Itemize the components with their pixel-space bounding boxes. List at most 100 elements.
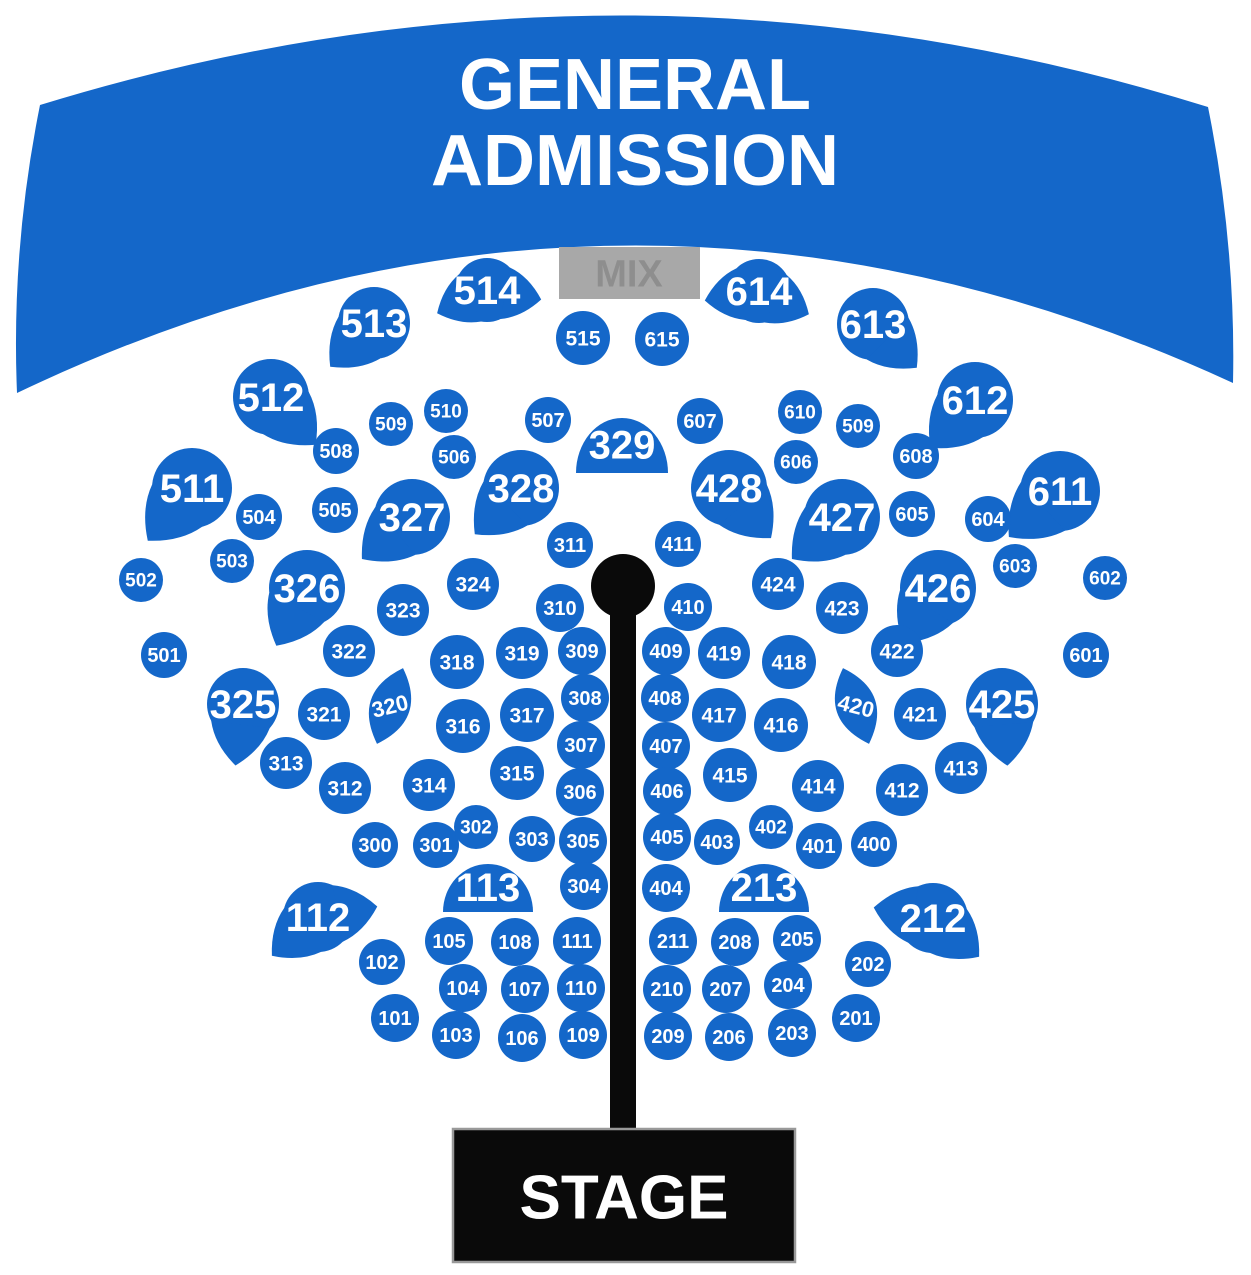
section-311[interactable]: 311 xyxy=(547,522,593,568)
section-213[interactable]: 213 xyxy=(719,864,809,912)
section-107[interactable]: 107 xyxy=(501,965,549,1013)
section-408[interactable]: 408 xyxy=(641,674,689,722)
section-322[interactable]: 322 xyxy=(323,625,375,677)
section-605[interactable]: 605 xyxy=(889,491,935,537)
section-308[interactable]: 308 xyxy=(561,674,609,722)
section-320[interactable]: 320 xyxy=(358,662,422,751)
section-210[interactable]: 210 xyxy=(643,965,691,1013)
section-406[interactable]: 406 xyxy=(643,767,691,815)
section-610[interactable]: 610 xyxy=(778,390,822,434)
section-301[interactable]: 301 xyxy=(413,822,459,868)
section-328[interactable]: 328 xyxy=(473,450,559,536)
section-501[interactable]: 501 xyxy=(141,632,187,678)
section-401[interactable]: 401 xyxy=(796,823,842,869)
section-110[interactable]: 110 xyxy=(557,964,605,1012)
section-413[interactable]: 413 xyxy=(935,742,987,794)
section-307[interactable]: 307 xyxy=(557,721,605,769)
section-420[interactable]: 420 xyxy=(824,662,888,751)
section-327[interactable]: 327 xyxy=(361,479,450,562)
section-321[interactable]: 321 xyxy=(298,688,350,740)
section-108[interactable]: 108 xyxy=(491,918,539,966)
section-404[interactable]: 404 xyxy=(642,864,690,912)
section-415[interactable]: 415 xyxy=(703,748,757,802)
section-508[interactable]: 508 xyxy=(313,428,359,474)
section-208[interactable]: 208 xyxy=(711,918,759,966)
general-admission-banner[interactable] xyxy=(15,15,1234,393)
section-102[interactable]: 102 xyxy=(359,939,405,985)
section-212[interactable]: 212 xyxy=(873,883,980,960)
section-422[interactable]: 422 xyxy=(871,625,923,677)
section-206[interactable]: 206 xyxy=(705,1013,753,1061)
section-607[interactable]: 607 xyxy=(677,398,723,444)
section-612[interactable]: 612 xyxy=(928,362,1013,449)
section-504[interactable]: 504 xyxy=(236,494,282,540)
section-615[interactable]: 615 xyxy=(635,312,689,366)
section-304[interactable]: 304 xyxy=(560,862,608,910)
section-324[interactable]: 324 xyxy=(447,558,499,610)
section-103[interactable]: 103 xyxy=(432,1011,480,1059)
section-329[interactable]: 329 xyxy=(576,418,668,473)
section-209[interactable]: 209 xyxy=(644,1012,692,1060)
section-202[interactable]: 202 xyxy=(845,941,891,987)
section-310[interactable]: 310 xyxy=(536,584,584,632)
section-112[interactable]: 112 xyxy=(271,882,378,959)
section-416[interactable]: 416 xyxy=(754,698,808,752)
section-407[interactable]: 407 xyxy=(642,722,690,770)
section-201[interactable]: 201 xyxy=(832,994,880,1042)
section-314[interactable]: 314 xyxy=(403,759,455,811)
section-309[interactable]: 309 xyxy=(558,627,606,675)
section-319[interactable]: 319 xyxy=(496,627,548,679)
section-503[interactable]: 503 xyxy=(210,539,254,583)
section-323[interactable]: 323 xyxy=(377,584,429,636)
section-313[interactable]: 313 xyxy=(260,737,312,789)
section-414[interactable]: 414 xyxy=(792,760,844,812)
section-205[interactable]: 205 xyxy=(773,915,821,963)
section-316[interactable]: 316 xyxy=(436,699,490,753)
section-312[interactable]: 312 xyxy=(319,762,371,814)
section-411[interactable]: 411 xyxy=(655,521,701,567)
section-306[interactable]: 306 xyxy=(556,768,604,816)
section-410[interactable]: 410 xyxy=(664,583,712,631)
section-417[interactable]: 417 xyxy=(692,688,746,742)
section-510[interactable]: 510 xyxy=(424,389,468,433)
section-423[interactable]: 423 xyxy=(816,582,868,634)
section-418[interactable]: 418 xyxy=(762,635,816,689)
section-428[interactable]: 428 xyxy=(691,450,774,539)
section-512[interactable]: 512 xyxy=(233,359,318,446)
section-207[interactable]: 207 xyxy=(702,965,750,1013)
section-409[interactable]: 409 xyxy=(642,627,690,675)
section-603[interactable]: 603 xyxy=(993,544,1037,588)
section-505[interactable]: 505 xyxy=(312,487,358,533)
section-604[interactable]: 604 xyxy=(965,496,1011,542)
section-613[interactable]: 613 xyxy=(837,288,918,369)
section-305[interactable]: 305 xyxy=(559,817,607,865)
section-303[interactable]: 303 xyxy=(509,816,555,862)
section-105[interactable]: 105 xyxy=(425,917,473,965)
section-317[interactable]: 317 xyxy=(500,688,554,742)
section-511[interactable]: 511 xyxy=(145,448,232,541)
section-300[interactable]: 300 xyxy=(352,822,398,868)
section-515[interactable]: 515 xyxy=(556,311,610,365)
section-403[interactable]: 403 xyxy=(694,819,740,865)
section-419[interactable]: 419 xyxy=(698,627,750,679)
section-602[interactable]: 602 xyxy=(1083,556,1127,600)
section-507[interactable]: 507 xyxy=(525,397,571,443)
section-611[interactable]: 611 xyxy=(1008,451,1100,539)
section-427[interactable]: 427 xyxy=(791,479,880,562)
section-513[interactable]: 513 xyxy=(329,287,410,368)
section-400[interactable]: 400 xyxy=(851,821,897,867)
section-608[interactable]: 608 xyxy=(893,433,939,479)
section-509[interactable]: 509 xyxy=(369,402,413,446)
section-424[interactable]: 424 xyxy=(752,558,804,610)
section-606[interactable]: 606 xyxy=(774,440,818,484)
section-318[interactable]: 318 xyxy=(430,635,484,689)
section-509[interactable]: 509 xyxy=(836,404,880,448)
section-315[interactable]: 315 xyxy=(490,746,544,800)
section-502[interactable]: 502 xyxy=(119,558,163,602)
section-109[interactable]: 109 xyxy=(559,1011,607,1059)
section-211[interactable]: 211 xyxy=(649,917,697,965)
section-203[interactable]: 203 xyxy=(768,1009,816,1057)
section-302[interactable]: 302 xyxy=(454,805,498,849)
section-101[interactable]: 101 xyxy=(371,994,419,1042)
section-402[interactable]: 402 xyxy=(749,805,793,849)
